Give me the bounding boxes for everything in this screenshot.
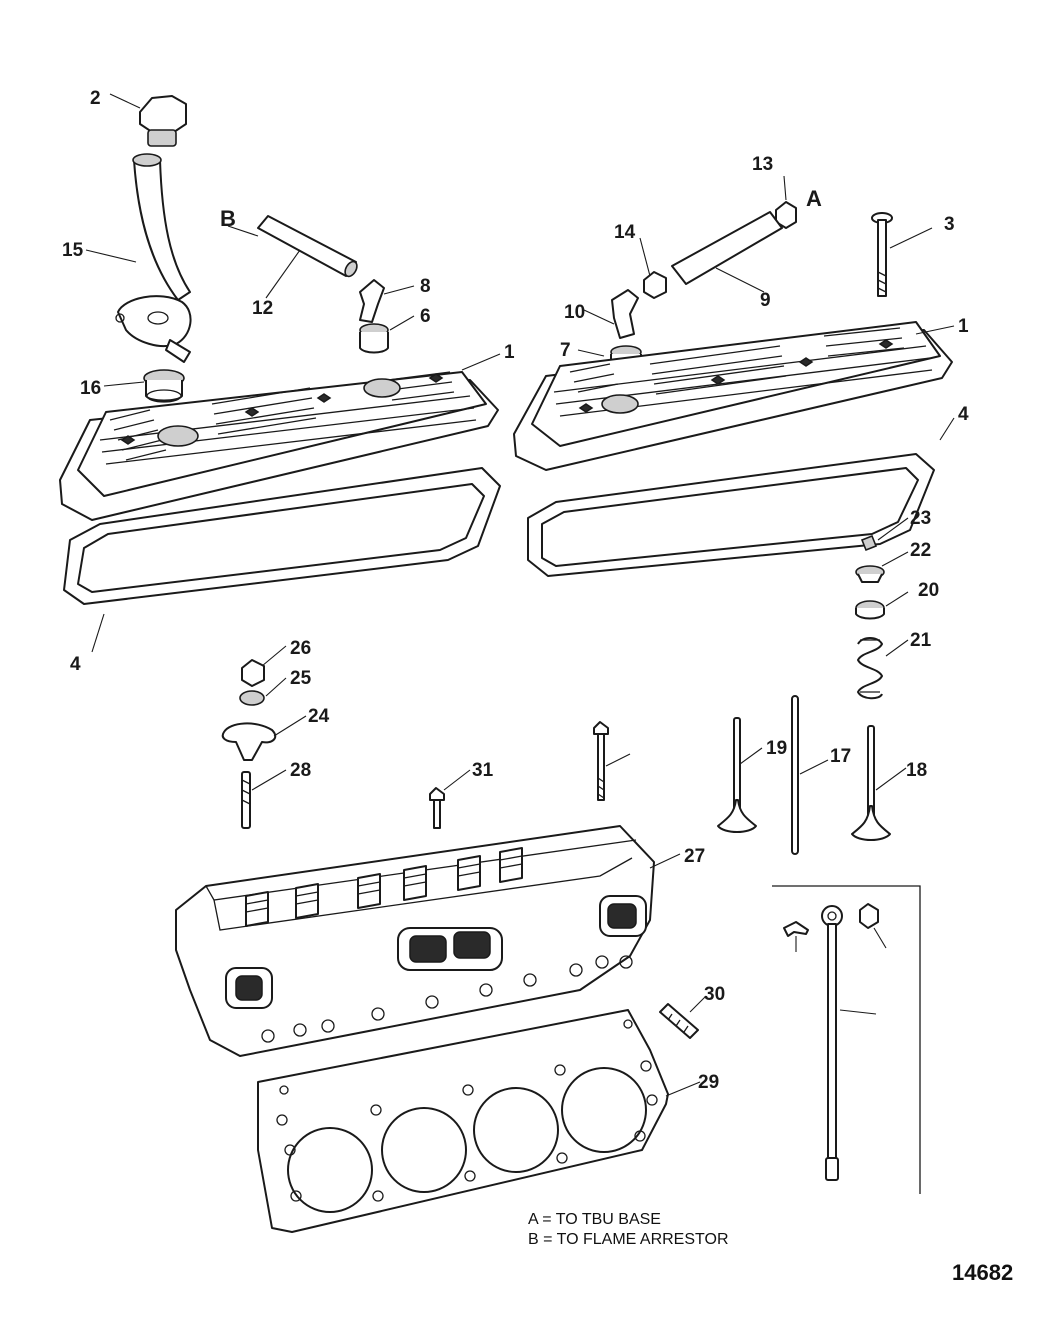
callout-7: 9 [760,290,771,311]
head-gasket [257,1009,669,1233]
callout-19: 23 [910,508,931,529]
rocker-nut [241,659,265,687]
callout-4-left: 4 [70,654,81,675]
pcv-grommet-left [143,369,185,403]
callout-3: 3 [944,214,955,235]
callout-17: 21 [910,630,932,651]
callout-12: 16 [80,378,101,399]
rocker-arm [221,722,277,761]
figure-number: 14682 [952,1260,1013,1285]
callout-26: 30 [704,984,725,1005]
callout-9: 12 [252,298,273,319]
valve-spring [857,637,883,700]
valve-spring-cap [855,565,885,583]
intake-valve [717,717,757,833]
head-bolt-28 [593,721,609,801]
hose-b [257,215,358,278]
pushrod [791,695,799,855]
callout-4-right: 4 [958,404,969,425]
valve-cover-gasket-right [527,453,935,577]
head-bolt-27 [429,787,445,829]
callout-27: 31 [472,760,494,781]
hose-marker-a: A [806,186,822,211]
valve-cover-right [513,321,953,471]
callout-18: 22 [910,540,931,561]
exhaust-valve [851,725,891,841]
callout-24: 28 [290,760,311,781]
valve-cover-gasket-left [63,467,501,605]
oil-fill-tube [115,153,192,363]
callout-13: 17 [830,746,851,767]
legend-line-b: B = TO FLAME ARRESTOR [528,1231,729,1248]
callout-2: 2 [90,88,101,109]
rocker-stud [241,771,251,829]
gasket-holes [276,1019,658,1202]
ground-wire [821,905,843,1181]
callout-15: 19 [766,738,787,759]
hose-a [671,211,783,285]
valve-keeper [860,534,878,552]
inset-frame [772,885,921,1194]
pcv-elbow-left [359,279,385,323]
callout-11: 15 [62,240,84,261]
callout-25: 29 [698,1072,719,1093]
callout-16: 20 [918,580,939,601]
head-bolt-holes [261,955,633,1043]
pcv-valve-right [611,289,639,339]
callout-10-upper: 13 [752,154,773,175]
valve-cover-left [59,371,499,521]
head-bolt-26 [659,1003,699,1039]
nut-10-lower [643,271,667,299]
oil-fill-cap [139,95,187,147]
hose-marker-b: B [220,206,236,231]
callout-14: 18 [906,760,927,781]
callout-10-lower: 14 [614,222,636,243]
ground-stud [783,921,809,937]
callout-21: 25 [290,668,312,689]
head-springs [245,847,523,927]
grommet-5-left [359,323,389,354]
callout-8: 10 [564,302,585,323]
legend-line-a: A = TO TBU BASE [528,1211,661,1228]
valve-cover-bolt [871,212,893,297]
callout-6: 8 [420,276,431,297]
callout-23: 27 [684,846,705,867]
cover-fins-right [569,327,905,395]
valve-oil-seal [855,600,885,620]
rocker-ball [239,690,265,706]
callout-1-right: 1 [958,316,969,337]
callout-5-left: 6 [420,306,431,327]
ground-nut [859,903,879,929]
leader-lines [85,93,955,1097]
exhaust-ports [225,895,647,1009]
callout-22: 26 [290,638,311,659]
callout-20: 24 [308,706,330,727]
callout-1-left: 1 [504,342,515,363]
callout-5-right: 7 [560,340,571,361]
cylinder-head [175,825,655,1057]
